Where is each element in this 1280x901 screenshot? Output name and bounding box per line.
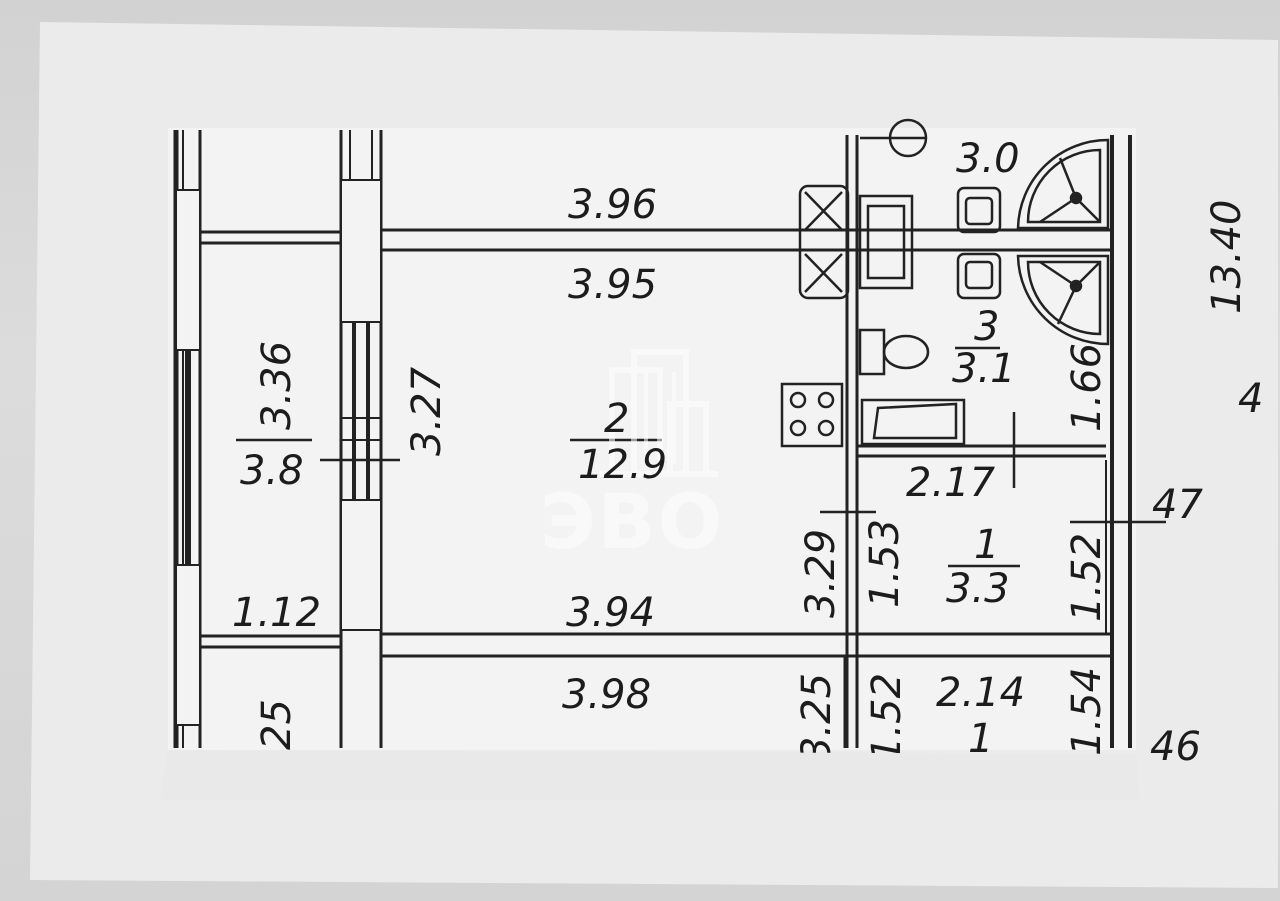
- dim-lower-depth-right: 1.54: [1064, 667, 1110, 756]
- room-1-number: 1: [974, 522, 999, 568]
- washer-units: [956, 186, 1002, 300]
- dim-right-mark-46: 46: [1150, 724, 1201, 770]
- toilet: [858, 118, 930, 376]
- dim-right-mark-4: 4: [1238, 376, 1263, 422]
- left-outer-wall: [173, 130, 202, 748]
- room-2-area: 12.9: [578, 442, 667, 488]
- dim-hall-height-left: 3.29: [798, 529, 844, 618]
- inner-left-wall: [339, 130, 383, 748]
- dim-right-mark-47: 47: [1152, 482, 1203, 528]
- paper-lower-edge: [160, 750, 1140, 800]
- dim-next-room-top: 3.98: [562, 672, 651, 718]
- dim-cut-left: 25: [254, 699, 300, 750]
- dim-left-height: 3.27: [404, 366, 450, 456]
- top-partition-wall: [200, 228, 1112, 252]
- dim-lower-width: 2.14: [936, 670, 1025, 716]
- dim-hall-depth-right: 1.52: [1064, 533, 1110, 622]
- dim-bath-area-top: 3.0: [956, 136, 1020, 182]
- bathtub: [860, 398, 966, 446]
- room-3-area: 3.1: [952, 346, 1016, 392]
- room-1-area: 3.3: [946, 566, 1010, 612]
- dim-top-corridor: 3.96: [568, 182, 657, 228]
- bottom-partition-wall: [200, 632, 1112, 658]
- right-outer-wall: [1105, 135, 1132, 748]
- dim-lower-height: 3.25: [794, 673, 840, 762]
- room-3-number: 3: [974, 304, 999, 350]
- dim-room2-top: 3.95: [568, 262, 657, 308]
- dim-balcony-width: 1.12: [232, 590, 321, 636]
- dim-bath-height: 1.66: [1064, 343, 1110, 432]
- kitchen-unit: [798, 184, 914, 300]
- dim-lower-depth: 1.52: [864, 673, 910, 762]
- dim-total-length: 13.40: [1204, 199, 1250, 314]
- watermark-text: ЭВО: [540, 477, 724, 566]
- room-2-number: 2: [604, 396, 629, 442]
- stove: [780, 382, 844, 448]
- shower-trays: [1016, 138, 1110, 346]
- watermark-logo: ЭВО: [540, 349, 724, 566]
- dim-bath-width: 2.17: [906, 460, 996, 506]
- room-balcony-area: 3.8: [240, 448, 304, 494]
- dim-room2-bottom: 3.94: [566, 590, 655, 636]
- label-bars: [236, 346, 1166, 568]
- dim-hall-depth: 1.53: [862, 519, 908, 608]
- room-balcony-number: 3.36: [254, 341, 300, 430]
